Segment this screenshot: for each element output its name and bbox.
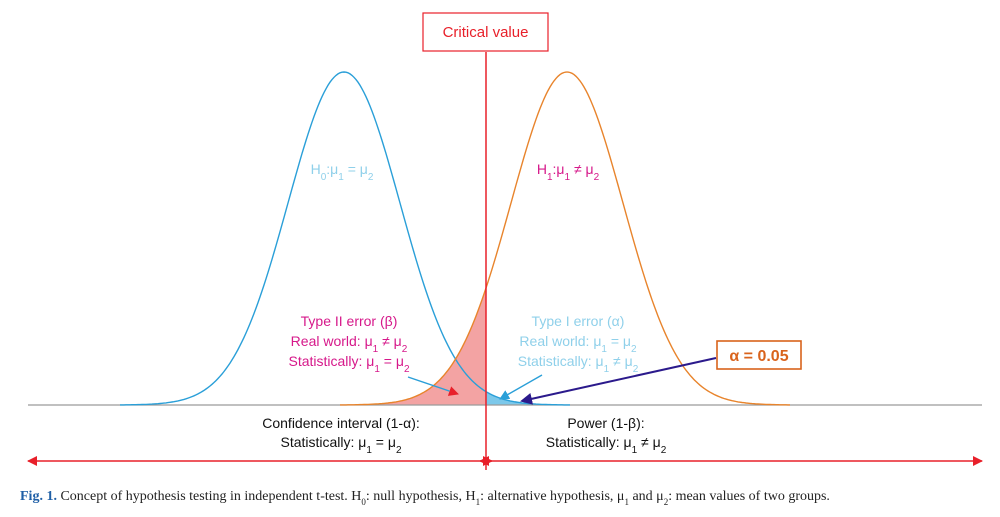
type-ii-real-world: Real world: μ1 ≠ μ2	[291, 333, 408, 355]
null-hypothesis-curve	[120, 71, 570, 406]
type-i-error-title: Type I error (α)	[532, 313, 625, 329]
confidence-interval-title: Confidence interval (1-α):	[262, 415, 420, 431]
null-hypothesis-label: H0:μ1 = μ2	[311, 161, 374, 183]
alpha-value-box	[716, 340, 802, 370]
type-ii-statistically: Statistically: μ1 = μ2	[288, 353, 409, 375]
alternative-hypothesis-curve	[340, 71, 790, 406]
critical-value-box	[422, 12, 549, 52]
power-statistically: Statistically: μ1 ≠ μ2	[546, 434, 667, 456]
type-i-pointer-arrow	[499, 374, 543, 400]
type-ii-error-region	[380, 288, 486, 405]
critical-value-label: Critical value	[443, 24, 529, 41]
figure-caption: Fig. 1. Concept of hypothesis testing in…	[20, 489, 830, 507]
alpha-pointer-arrow	[520, 357, 717, 405]
type-i-real-world: Real world: μ1 = μ2	[519, 333, 637, 355]
type-i-statistically: Statistically: μ1 ≠ μ2	[518, 353, 639, 375]
alpha-value-label: α = 0.05	[729, 348, 788, 365]
type-ii-error-title: Type II error (β)	[301, 313, 398, 329]
alternative-hypothesis-label: H1:μ1 ≠ μ2	[537, 161, 600, 183]
type-ii-pointer-arrow	[407, 376, 459, 396]
type-i-error-region	[486, 391, 580, 405]
confidence-interval-statistically: Statistically: μ1 = μ2	[280, 434, 401, 456]
power-title: Power (1-β):	[567, 415, 644, 431]
